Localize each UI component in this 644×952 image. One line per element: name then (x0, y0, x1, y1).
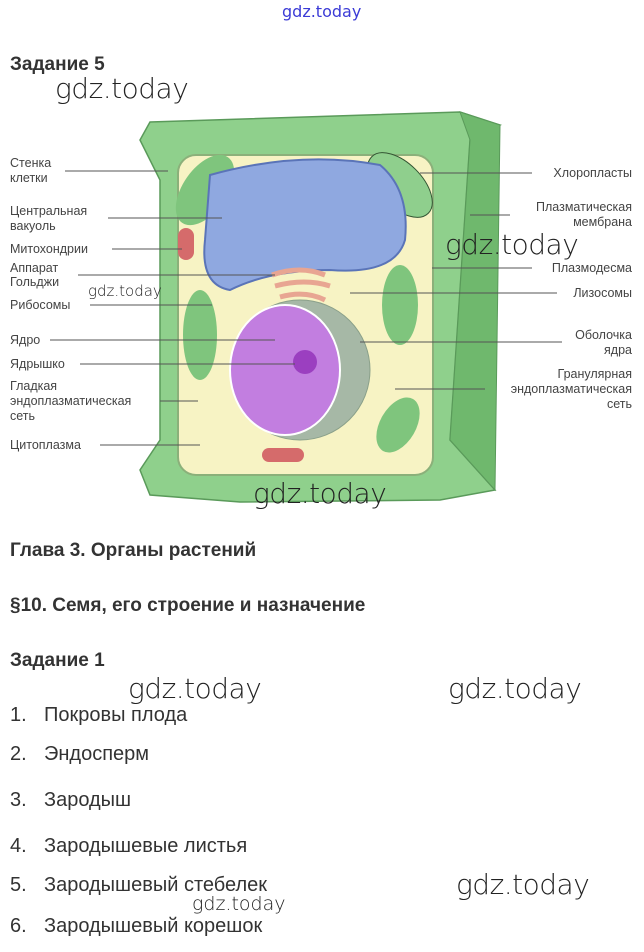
label-cyto: Цитоплазма (10, 438, 81, 452)
label-ser-3: сеть (10, 409, 35, 423)
label-envelope-1: Оболочка (575, 328, 632, 342)
label-wall-1: Стенка (10, 156, 51, 170)
label-ribo: Рибосомы (10, 298, 70, 312)
mitochondrion (178, 228, 194, 260)
label-rer-2: эндоплазматическая (511, 382, 632, 396)
nucleolus (293, 350, 317, 374)
watermark: gdz.today (253, 477, 387, 510)
nucleus (229, 304, 341, 436)
label-ser-2: эндоплазматическая (10, 394, 131, 408)
label-nucleus: Ядро (10, 333, 40, 347)
label-golgi-1: Аппарат (10, 261, 58, 275)
list-item: 5.Зародышевый стебелек (10, 874, 268, 896)
chapter-title: Глава 3. Органы растений (10, 540, 257, 561)
section-title: §10. Семя, его строение и назначение (10, 595, 366, 616)
list-item: 6.Зародышевый корешок (10, 915, 263, 937)
watermark: gdz.today (88, 282, 162, 300)
label-nucleolus: Ядрышко (10, 357, 65, 371)
label-mito: Митохондрии (10, 242, 88, 256)
mitochondrion (262, 448, 304, 462)
watermark: gdz.today (55, 72, 189, 105)
watermark: gdz.today (448, 672, 582, 705)
watermark-top: gdz.today (282, 2, 362, 21)
plant-cell-diagram: Стенка клетки Центральная вакуоль Митохо… (10, 111, 633, 503)
central-vacuole (203, 158, 407, 292)
label-plasmo: Плазмодесма (552, 261, 632, 275)
chloroplast (376, 397, 420, 453)
label-rer-1: Гранулярная (558, 367, 633, 381)
watermark: gdz.today (192, 893, 286, 915)
label-ser-1: Гладкая (10, 379, 57, 393)
label-rer-3: сеть (607, 397, 632, 411)
label-wall-2: клетки (10, 171, 48, 185)
list-item: 3.Зародыш (10, 789, 132, 811)
label-vacuole-2: вакуоль (10, 219, 56, 233)
label-membrane-1: Плазматическая (536, 200, 632, 214)
list-item: 2.Эндосперм (10, 743, 150, 765)
label-envelope-2: ядра (604, 343, 632, 357)
leader-lines (50, 170, 562, 446)
label-vacuole-1: Центральная (10, 204, 87, 218)
list-item: 4.Зародышевые листья (10, 835, 248, 857)
chloroplast (183, 290, 217, 380)
watermark: gdz.today (456, 868, 590, 901)
task1-title: Задание 1 (10, 650, 105, 671)
chloroplast (382, 265, 418, 345)
cell-wall-side (449, 111, 501, 492)
list-item: 1.Покровы плода (10, 704, 188, 726)
label-lyso: Лизосомы (573, 286, 632, 300)
label-membrane-2: мембрана (573, 215, 632, 229)
label-chloro: Хлоропласты (553, 166, 632, 180)
watermark: gdz.today (445, 228, 579, 261)
golgi (271, 267, 331, 303)
task5-title: Задание 5 (10, 54, 105, 75)
label-golgi-2: Гольджи (10, 275, 59, 289)
watermark: gdz.today (128, 672, 262, 705)
